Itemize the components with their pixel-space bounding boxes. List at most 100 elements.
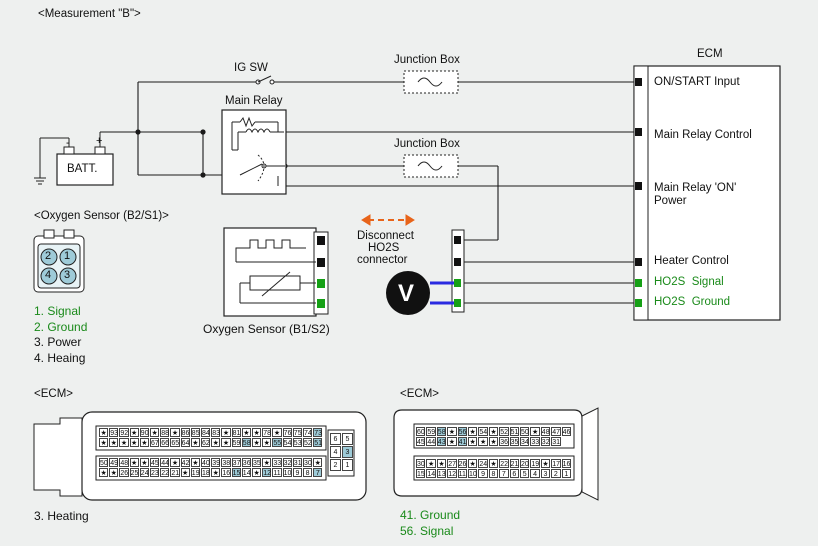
connector-pin: 21 <box>170 468 180 477</box>
connector-pin: ★ <box>170 458 180 467</box>
connector-pin: 52 <box>499 427 509 436</box>
connector-pin: ★ <box>109 438 119 447</box>
connector-pin: 9 <box>292 468 302 477</box>
ho2s-connector <box>451 229 465 313</box>
connector-pin: 53 <box>292 438 302 447</box>
disconnect-label-1: Disconnect <box>357 230 414 242</box>
connector-pin: 10 <box>468 469 478 478</box>
connector-pin: ★ <box>468 459 478 468</box>
connector-pin: 54 <box>282 438 292 447</box>
connector-pin: 42 <box>180 458 190 467</box>
ecm-pin-ho2s-ground: HO2S Ground <box>654 296 731 308</box>
ig-switch-label: IG SW <box>234 62 268 74</box>
connector-pin: ★ <box>262 438 272 447</box>
connector-pin: 76 <box>282 428 292 437</box>
battery-label: BATT. <box>67 163 98 175</box>
connector-pin: 74 <box>303 428 313 437</box>
connector-pin: 44 <box>426 437 436 446</box>
connector-pin: 48 <box>119 458 129 467</box>
junction-box-2-label: Junction Box <box>394 138 460 150</box>
connector-pin: ★ <box>478 437 488 446</box>
connector-pin: ★ <box>119 438 129 447</box>
connector-pin: ★ <box>129 428 139 437</box>
connector-pin: 20 <box>520 459 530 468</box>
connector-pin: 22 <box>160 468 170 477</box>
connector-pin: ★ <box>221 438 231 447</box>
connector-pin: 30 <box>416 459 426 468</box>
connector-pin: 67 <box>150 438 160 447</box>
connector-pin: 44 <box>160 458 170 467</box>
legend-power: 3. Power <box>34 335 82 349</box>
connector-pin: ★ <box>180 468 190 477</box>
connector-pin: 35 <box>509 437 519 446</box>
connector-pin: 45 <box>150 458 160 467</box>
connector-pin: 16 <box>561 459 571 468</box>
ecm-left-legend: 3. Heating <box>34 509 89 523</box>
connector-pin: 2 <box>551 469 561 478</box>
connector-pin: 73 <box>313 428 323 437</box>
connector-pin: 90 <box>139 428 149 437</box>
disconnect-arrow-icon <box>361 214 415 226</box>
connector-pin: 27 <box>447 459 457 468</box>
ecm-pin-ho2s-signal: HO2S Signal <box>654 276 724 288</box>
connector-pin: ★ <box>109 468 119 477</box>
connector-pin: 38 <box>221 458 231 467</box>
legend-41-ground: 41. Ground <box>400 508 461 522</box>
connector-pin: 58 <box>436 427 447 436</box>
connector-pin: 10 <box>282 468 292 477</box>
connector-pin: ★ <box>252 468 262 477</box>
connector-pin: 19 <box>530 459 540 468</box>
connector-pin: ★ <box>99 428 109 437</box>
connector-pin: 37 <box>231 458 241 467</box>
ig-switch <box>255 75 275 85</box>
connector-pin: ★ <box>139 458 149 467</box>
connector-pin: 7 <box>499 469 509 478</box>
connector-pin: 2 <box>330 459 341 471</box>
connector-pin: 56 <box>457 427 467 436</box>
connector-pin: ★ <box>211 438 221 447</box>
connector-pin: 55 <box>272 438 282 447</box>
connector-pin: 9 <box>478 469 488 478</box>
connector-pin: 52 <box>303 438 313 447</box>
ecm-pin-on-start: ON/START Input <box>654 76 740 88</box>
connector-pin: 14 <box>241 468 251 477</box>
legend-signal: 1. Signal <box>34 304 81 318</box>
connector-pin: 33 <box>530 437 540 446</box>
connector-pin: 8 <box>303 468 313 477</box>
connector-pin: ★ <box>540 459 551 468</box>
connector-pin: 16 <box>221 468 231 477</box>
connector-pin: 83 <box>211 428 221 437</box>
connector-pin: 30 <box>303 458 313 467</box>
sensor-b1s2-label: Oxygen Sensor (B1/S2) <box>203 322 330 336</box>
ecm-pin-heater-control: Heater Control <box>654 255 729 267</box>
connector-pin: 7 <box>313 468 323 477</box>
sensor-pin-3: 3 <box>64 269 71 281</box>
connector-pin: ★ <box>488 437 499 446</box>
connector-pin: 4 <box>530 469 540 478</box>
connector-pin: 31 <box>551 437 561 446</box>
ecm-left-title: <ECM> <box>34 388 73 400</box>
connector-pin: 47 <box>551 427 561 436</box>
connector-pin: ★ <box>211 468 221 477</box>
connector-pin: 13 <box>436 469 447 478</box>
connector-pin: ★ <box>241 428 251 437</box>
connector-pin: 17 <box>551 459 561 468</box>
voltmeter-icon <box>386 271 454 315</box>
connector-pin: 33 <box>272 458 282 467</box>
connector-pin: ★ <box>190 438 200 447</box>
connector-pin: 12 <box>447 469 457 478</box>
connector-pin: 93 <box>109 428 119 437</box>
ground-icon <box>34 177 46 185</box>
connector-pin: 15 <box>416 469 426 478</box>
connector-pin: 11 <box>457 469 467 478</box>
connector-pin: ★ <box>262 458 272 467</box>
oxygen-sensor-b1s2 <box>223 227 329 317</box>
connector-pin: 6 <box>330 433 341 445</box>
connector-pin: 21 <box>509 459 519 468</box>
connector-pin: ★ <box>313 458 323 467</box>
connector-pin: 86 <box>180 428 190 437</box>
connector-pin: 1 <box>342 459 353 471</box>
connector-pin: 3 <box>540 469 551 478</box>
connector-pin: 58 <box>241 438 251 447</box>
connector-pin: ★ <box>468 427 478 436</box>
